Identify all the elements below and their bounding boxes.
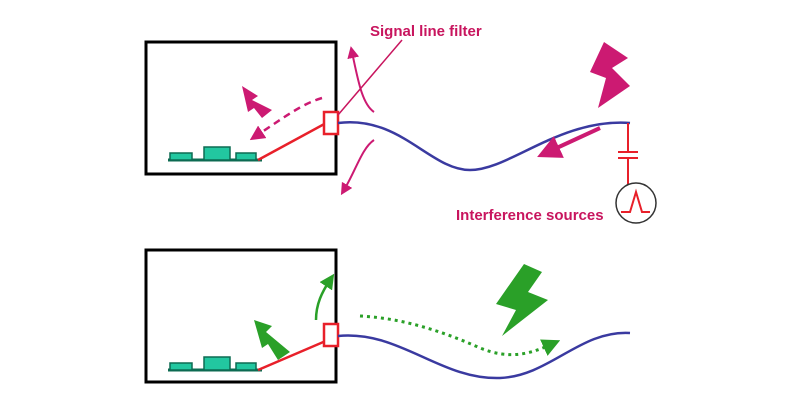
label-leader-line: [337, 39, 403, 116]
lightning-bolt-icon: [496, 264, 548, 336]
coupled-noise-arrow: [537, 126, 601, 158]
filtered-noise-arrow-down: [340, 139, 375, 196]
device-enclosure: [144, 40, 338, 176]
radiated-noise-path: [359, 314, 561, 357]
lightning-bolt-icon: [242, 86, 272, 118]
pcb-component: [169, 152, 193, 161]
pcb-trace: [257, 338, 329, 372]
pcb-component: [169, 362, 193, 371]
signal-line-filter-label: Signal line filter: [370, 23, 482, 40]
interference-sources-label: Interference sources: [456, 207, 604, 224]
pcb-component: [203, 356, 231, 371]
pcb-component: [235, 152, 257, 161]
capacitive-coupling: [618, 123, 638, 184]
pulse-waveform-icon: [615, 182, 657, 224]
signal-line-filter: [322, 322, 340, 348]
lightning-bolt-icon: [590, 42, 630, 108]
radiated-noise-arrow-up: [314, 273, 335, 321]
filtered-noise-arrow-up: [347, 46, 375, 113]
device-enclosure: [144, 248, 338, 384]
signal-cable: [337, 120, 631, 172]
signal-cable: [337, 331, 631, 380]
top-scenario: Signal line filter Interference sources: [144, 23, 657, 224]
dashed-noise-arrow: [249, 96, 323, 141]
pcb-component: [203, 146, 231, 161]
bottom-scenario: [144, 248, 631, 384]
pcb-component: [235, 362, 257, 371]
pcb-trace: [257, 120, 329, 162]
signal-line-filter: [322, 110, 340, 136]
lightning-bolt-icon: [254, 320, 290, 360]
